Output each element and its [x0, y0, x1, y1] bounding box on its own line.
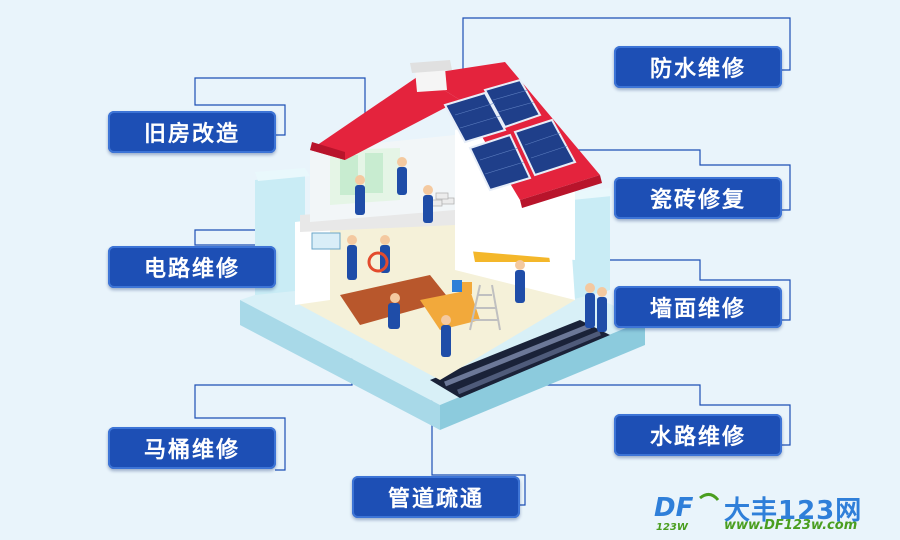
pipe-unclog-label[interactable]: 管道疏通 — [352, 476, 520, 518]
plumbing-repair-label[interactable]: 水路维修 — [614, 414, 782, 456]
df-logo-icon: DF 123W — [654, 493, 720, 533]
solar-panels — [443, 78, 577, 192]
wall-repair-label[interactable]: 墙面维修 — [614, 286, 782, 328]
logo-letters: DF — [654, 493, 694, 523]
watermark-url: www.DF123w.com — [724, 518, 858, 533]
workers — [347, 157, 607, 357]
tile-repair-label[interactable]: 瓷砖修复 — [614, 177, 782, 219]
circuit-repair-label[interactable]: 电路维修 — [108, 246, 276, 288]
watermark-site-name: 大丰123网 — [724, 496, 863, 526]
toilet-repair-label[interactable]: 马桶维修 — [108, 427, 276, 469]
waterproof-repair-label[interactable]: 防水维修 — [614, 46, 782, 88]
watermark: DF 123W 大丰123网 www.DF123w.com — [650, 488, 895, 536]
connector-lines — [194, 17, 791, 506]
logo-sub: 123W — [656, 522, 689, 533]
renovation-label[interactable]: 旧房改造 — [108, 111, 276, 153]
